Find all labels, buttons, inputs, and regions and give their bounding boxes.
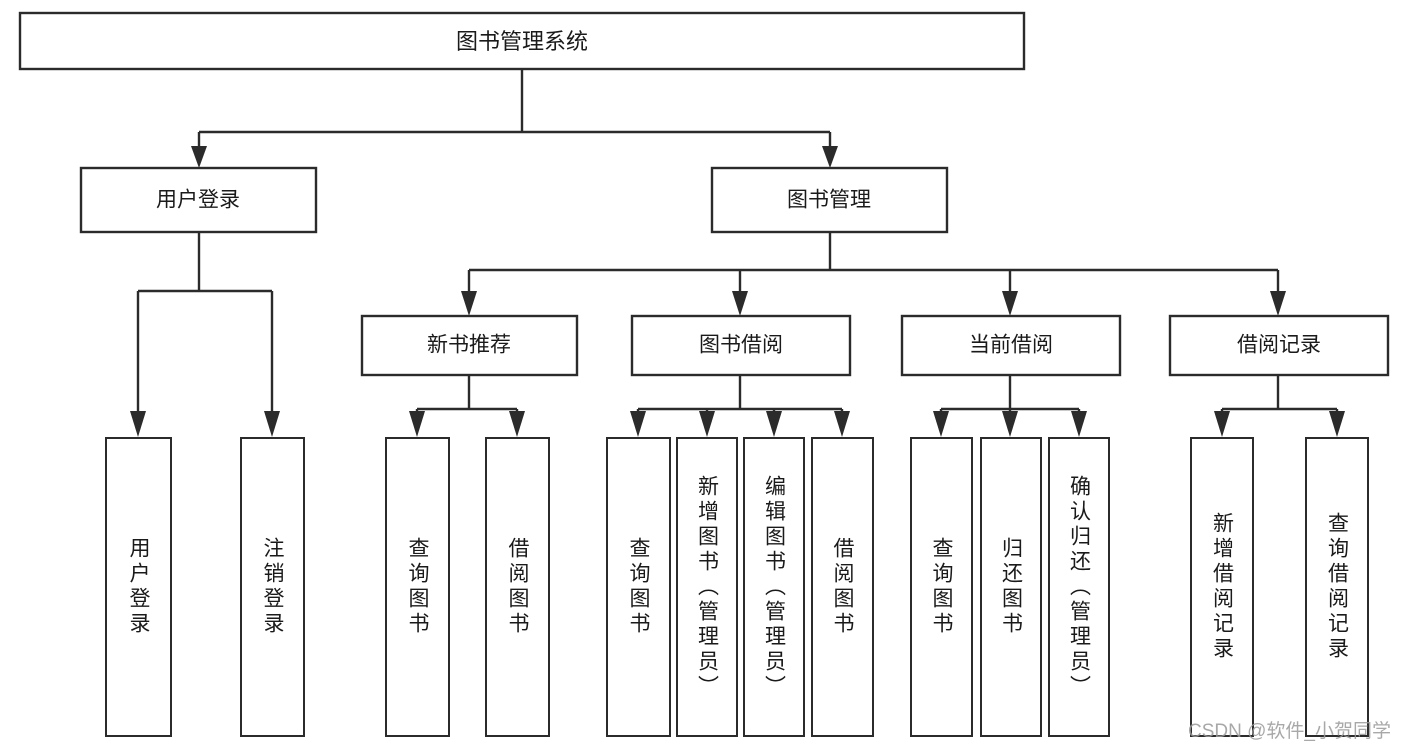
leaf-label: 新增图书（管理员） xyxy=(695,474,719,700)
connector-group-user-login-to-leaves xyxy=(130,232,280,437)
arrowhead-user-login-leaf-1 xyxy=(130,411,146,437)
leaf-label: 查询图书 xyxy=(930,537,953,637)
leaf-label: 查询借阅记录 xyxy=(1325,512,1349,662)
connector-group-borrow-record-to-leaves xyxy=(1214,375,1345,437)
node-book-borrow-rect[interactable] xyxy=(630,314,852,377)
leaf-label: 归还图书 xyxy=(999,537,1023,637)
node-root[interactable]: 图书管理系统 xyxy=(18,11,1026,71)
arrowhead-to-current-borrow xyxy=(1002,291,1018,316)
leaf-node-current-borrow-query-book[interactable]: 查询图书 xyxy=(910,437,973,737)
arrowhead-current-borrow-leaf-1 xyxy=(933,411,949,437)
connector-group-book-manage-to-level3 xyxy=(461,232,1286,316)
leaf-node-book-borrow-edit-book-admin[interactable]: 编辑图书（管理员） xyxy=(743,437,805,737)
node-book-borrow[interactable]: 图书借阅 xyxy=(630,314,852,377)
node-borrow-record[interactable]: 借阅记录 xyxy=(1168,314,1390,377)
arrowhead-root-to-book-manage xyxy=(822,146,838,168)
connector-group-new-book-to-leaves xyxy=(409,375,525,437)
node-new-book-rect[interactable] xyxy=(360,314,579,377)
leaf-node-current-borrow-return-book[interactable]: 归还图书 xyxy=(980,437,1042,737)
leaf-node-borrow-record-add[interactable]: 新增借阅记录 xyxy=(1190,437,1254,737)
arrowhead-new-book-leaf-1 xyxy=(409,411,425,437)
connector-group-book-borrow-to-leaves xyxy=(630,375,850,437)
arrowhead-root-to-user-login xyxy=(191,146,207,168)
arrowhead-current-borrow-leaf-3 xyxy=(1071,411,1087,437)
arrowhead-book-borrow-leaf-2 xyxy=(699,411,715,437)
leaf-label: 新增借阅记录 xyxy=(1210,512,1234,662)
arrowhead-book-borrow-leaf-1 xyxy=(630,411,646,437)
leaf-node-user-logout[interactable]: 注销登录 xyxy=(240,437,305,737)
arrowhead-to-new-book xyxy=(461,291,477,316)
node-root-label: 图书管理系统 xyxy=(456,29,588,54)
leaf-label: 注销登录 xyxy=(261,537,284,637)
leaf-label: 用户登录 xyxy=(127,537,150,637)
connector-group-root-to-level2 xyxy=(191,69,838,168)
node-current-borrow-label: 当前借阅 xyxy=(969,334,1053,357)
node-user-login-label: 用户登录 xyxy=(156,189,240,212)
node-user-login-rect[interactable] xyxy=(79,166,318,234)
arrowhead-borrow-record-leaf-2 xyxy=(1329,411,1345,437)
connector-group-current-borrow-to-leaves xyxy=(933,375,1087,437)
arrowhead-to-borrow-record xyxy=(1270,291,1286,316)
leaf-node-book-borrow-add-book-admin[interactable]: 新增图书（管理员） xyxy=(676,437,738,737)
node-user-login[interactable]: 用户登录 xyxy=(79,166,318,234)
leaf-node-new-book-borrow-book[interactable]: 借阅图书 xyxy=(485,437,550,737)
arrowhead-borrow-record-leaf-1 xyxy=(1214,411,1230,437)
arrowhead-to-book-borrow xyxy=(732,291,748,316)
leaf-node-user-login-query[interactable]: 用户登录 xyxy=(105,437,172,737)
arrowhead-user-login-leaf-2 xyxy=(264,411,280,437)
leaf-label: 确认归还（管理员） xyxy=(1067,474,1091,700)
arrowhead-new-book-leaf-2 xyxy=(509,411,525,437)
node-current-borrow[interactable]: 当前借阅 xyxy=(900,314,1122,377)
leaf-node-book-borrow-borrow-book[interactable]: 借阅图书 xyxy=(811,437,874,737)
leaf-label: 查询图书 xyxy=(406,537,429,637)
node-current-borrow-rect[interactable] xyxy=(900,314,1122,377)
node-root-rect[interactable] xyxy=(18,11,1026,71)
leaf-node-new-book-query-book[interactable]: 查询图书 xyxy=(385,437,450,737)
arrowhead-current-borrow-leaf-2 xyxy=(1002,411,1018,437)
node-book-borrow-label: 图书借阅 xyxy=(699,334,783,357)
node-book-manage-label: 图书管理 xyxy=(787,189,871,212)
node-new-book[interactable]: 新书推荐 xyxy=(360,314,579,377)
leaf-label: 借阅图书 xyxy=(831,537,854,637)
leaf-label: 编辑图书（管理员） xyxy=(762,474,786,700)
node-new-book-label: 新书推荐 xyxy=(427,334,511,357)
leaf-label: 借阅图书 xyxy=(506,537,529,637)
leaf-label: 查询图书 xyxy=(627,537,650,637)
leaf-node-current-borrow-confirm-return-admin[interactable]: 确认归还（管理员） xyxy=(1048,437,1110,737)
node-borrow-record-rect[interactable] xyxy=(1168,314,1390,377)
leaf-node-book-borrow-query-book[interactable]: 查询图书 xyxy=(606,437,671,737)
node-borrow-record-label: 借阅记录 xyxy=(1237,334,1321,357)
node-book-manage-rect[interactable] xyxy=(710,166,949,234)
arrowhead-book-borrow-leaf-3 xyxy=(766,411,782,437)
arrowhead-book-borrow-leaf-4 xyxy=(834,411,850,437)
node-book-manage[interactable]: 图书管理 xyxy=(710,166,949,234)
leaf-node-borrow-record-query[interactable]: 查询借阅记录 xyxy=(1305,437,1369,737)
